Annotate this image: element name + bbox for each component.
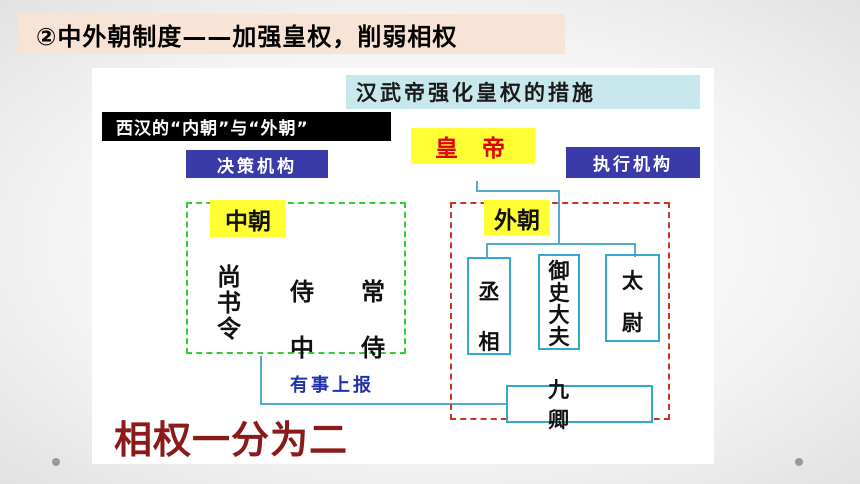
nine-ministers-box: 九卿 [506, 378, 653, 432]
emperor-box: 皇帝 [411, 128, 535, 164]
report-line-v [260, 356, 262, 404]
diagram-panel: 汉武帝强化皇权的措施 西汉的“内朝”与“外朝” 皇帝 决策机构 执行机构 中朝 … [92, 68, 714, 464]
outer-tree-right [634, 243, 636, 257]
inner-court-frame [186, 202, 406, 354]
emperor-connector-h [476, 190, 558, 192]
outer-tree-left [486, 243, 488, 257]
emperor-connector [476, 181, 478, 191]
inner-court-label: 中朝 [210, 200, 286, 237]
measures-title: 汉武帝强化皇权的措施 [346, 75, 700, 109]
inner-official-shangshuling: 尚书令 [217, 263, 241, 343]
outer-court-label: 外朝 [484, 200, 550, 235]
outer-official-taiwei: 太尉 [605, 254, 660, 342]
slide-dot-right [795, 458, 803, 466]
conclusion-text: 相权一分为二 [114, 418, 349, 462]
inner-official-shizhong: 侍中 [290, 278, 314, 362]
xihan-label: 西汉的“内朝”与“外朝” [102, 112, 391, 141]
yushidafu-text: 御史大夫 [548, 259, 570, 349]
chengxiang-text: 丞相 [478, 280, 500, 354]
outer-tree-vertical [558, 190, 560, 244]
slide-title: ②中外朝制度——加强皇权，削弱相权 [18, 14, 565, 54]
outer-official-chengxiang: 丞相 [467, 257, 511, 355]
execution-org-label: 执行机构 [566, 147, 700, 178]
outer-tree-horizontal [486, 243, 636, 245]
taiwei-text: 太尉 [622, 269, 643, 335]
decision-org-label: 决策机构 [186, 150, 328, 178]
outer-official-yushidafu: 御史大夫 [538, 254, 580, 350]
report-line-h [260, 403, 506, 405]
inner-official-changshi: 常侍 [361, 278, 385, 362]
slide-dot-left [52, 458, 60, 466]
report-label: 有事上报 [290, 375, 374, 396]
